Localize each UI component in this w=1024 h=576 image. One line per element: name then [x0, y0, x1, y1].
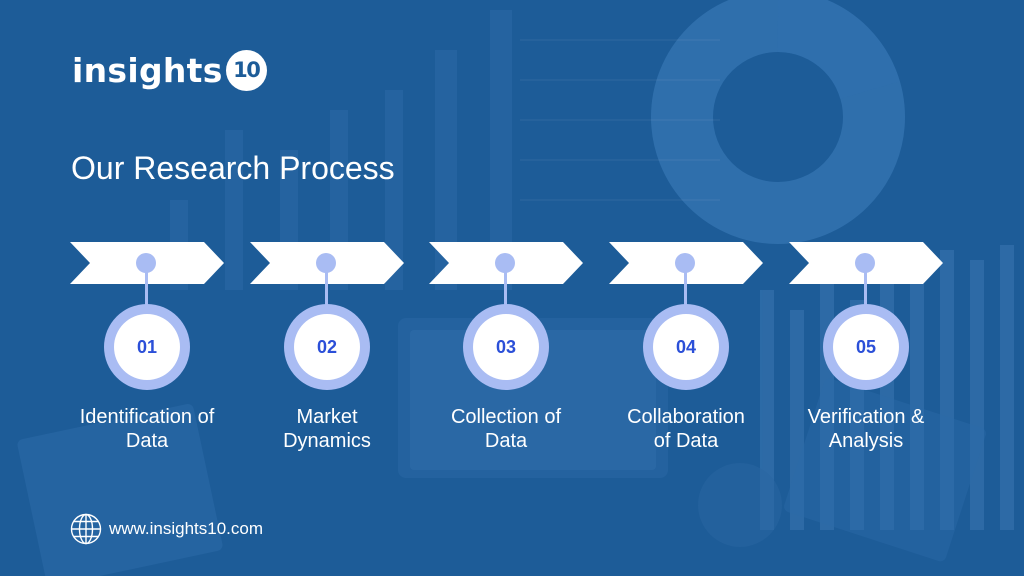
step-label-line-1: Verification & — [807, 406, 925, 428]
step-label: Collaboration of Data — [609, 405, 763, 453]
step-label-line-2: of Data — [653, 430, 719, 452]
timeline-node — [675, 253, 695, 273]
timeline-node — [495, 253, 515, 273]
step-label: Collection of Data — [429, 405, 583, 453]
step-number: 04 — [653, 314, 719, 380]
step-label: Verification & Analysis — [789, 405, 943, 453]
step-label: Identification of Data — [70, 405, 224, 453]
step-label-line-1: Collection of — [450, 406, 562, 428]
slide-title: Our Research Process — [71, 150, 395, 186]
step-number: 05 — [833, 314, 899, 380]
step-label-line-1: Collaboration — [627, 406, 745, 428]
timeline-node — [136, 253, 156, 273]
process-step-4: 04 Collaboration of Data — [609, 242, 763, 457]
brand-logo: insights 10 — [72, 46, 267, 94]
process-step-5: 05 Verification & Analysis — [789, 242, 943, 457]
logo-number-badge: 10 — [225, 49, 267, 91]
website-link[interactable]: www.insights10.com — [109, 519, 264, 538]
step-label-line-2: Data — [484, 430, 528, 452]
step-label-line-1: Market — [296, 406, 358, 428]
step-number: 02 — [294, 314, 360, 380]
timeline-connector — [504, 270, 507, 306]
footer-website[interactable]: www.insights10.com — [70, 513, 263, 545]
step-label-line-1: Identification of — [79, 406, 215, 428]
step-label-line-2: Analysis — [828, 430, 904, 452]
process-step-2: 02 Market Dynamics — [250, 242, 404, 457]
step-label-line-2: Data — [125, 430, 169, 452]
step-number: 03 — [473, 314, 539, 380]
timeline-node — [855, 253, 875, 273]
timeline-connector — [145, 270, 148, 306]
step-label-line-2: Dynamics — [283, 430, 371, 452]
timeline-connector — [864, 270, 867, 306]
timeline-connector — [684, 270, 687, 306]
timeline-node — [316, 253, 336, 273]
logo-wordmark: insights — [72, 50, 223, 90]
step-label: Market Dynamics — [250, 405, 404, 453]
timeline-connector — [325, 270, 328, 306]
step-number: 01 — [114, 314, 180, 380]
process-step-3: 03 Collection of Data — [429, 242, 583, 457]
globe-icon — [70, 513, 102, 545]
process-step-1: 01 Identification of Data — [70, 242, 224, 457]
